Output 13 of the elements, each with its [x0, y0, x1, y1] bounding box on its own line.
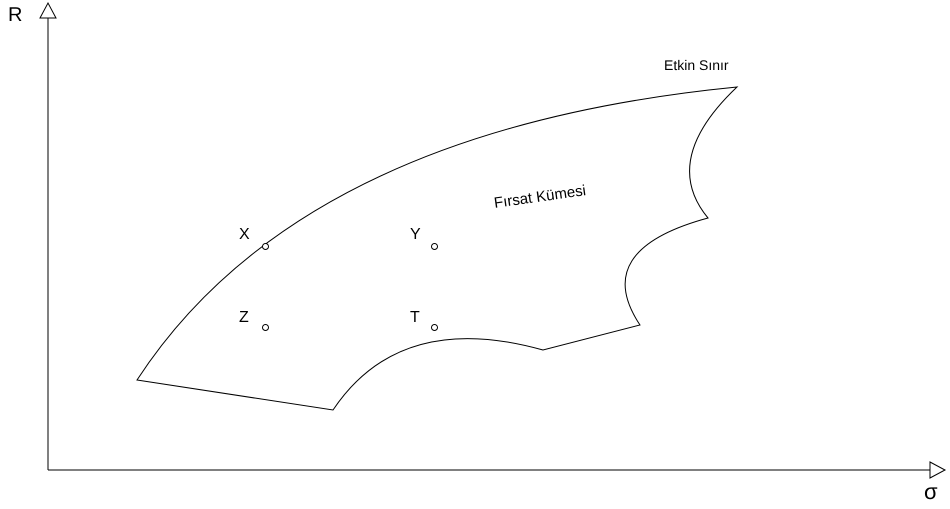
- point-marker: [262, 242, 268, 250]
- point-label: X: [239, 226, 250, 244]
- opportunity-set-region: [135, 85, 740, 412]
- axis-label: σ: [924, 480, 938, 504]
- region-label: Fırsat Kümesi: [493, 182, 588, 213]
- point-marker: [262, 324, 268, 330]
- axis-label: R: [8, 4, 22, 26]
- point-marker: [430, 324, 438, 330]
- point-label: Z: [239, 309, 249, 327]
- point-marker: [430, 242, 438, 250]
- point-label: Y: [410, 226, 421, 244]
- curve-label: Etkin Sınır: [664, 57, 729, 73]
- point-label: T: [410, 309, 420, 327]
